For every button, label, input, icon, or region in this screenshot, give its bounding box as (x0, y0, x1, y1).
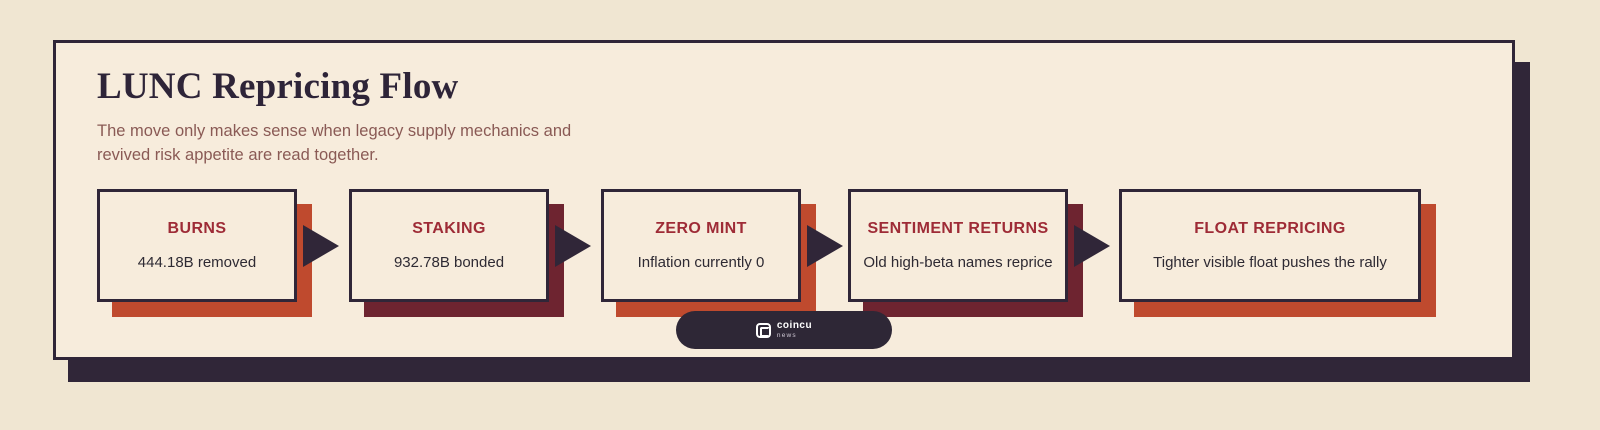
brand-badge: coincu news (676, 311, 892, 349)
flow-arrow-icon (1074, 225, 1110, 267)
flow-node-title: FLOAT REPRICING (1194, 220, 1346, 237)
flow-diagram: BURNS 444.18B removed STAKING 932.78B bonde… (97, 189, 1477, 319)
flow-node-card: BURNS 444.18B removed (97, 189, 297, 302)
flow-node-card: ZERO MINT Inflation currently 0 (601, 189, 801, 302)
coincu-logo-icon (755, 322, 771, 338)
flow-node-value: 444.18B removed (137, 254, 257, 271)
flow-node: SENTIMENT RETURNS Old high-beta names rep… (848, 189, 1083, 317)
brand-name: coincu (776, 320, 813, 331)
page-title: LUNC Repricing Flow (97, 66, 459, 107)
flow-node-value: Tighter visible float pushes the rally (1153, 254, 1387, 271)
flow-node-value: 932.78B bonded (393, 254, 505, 271)
flow-node-value: Inflation currently 0 (637, 254, 765, 271)
flow-node-title: BURNS (167, 220, 227, 237)
flow-node-card: SENTIMENT RETURNS Old high-beta names rep… (848, 189, 1068, 302)
flow-node-title: STAKING (412, 220, 486, 237)
infographic-panel: LUNC Repricing Flow The move only makes … (53, 40, 1515, 360)
flow-arrow-icon (303, 225, 339, 267)
flow-node-value: Old high-beta names reprice (863, 254, 1053, 271)
flow-node-title: ZERO MINT (655, 220, 747, 237)
flow-arrow-icon (555, 225, 591, 267)
brand-sub: news (776, 331, 797, 339)
flow-arrow-icon (807, 225, 843, 267)
flow-node: BURNS 444.18B removed (97, 189, 312, 317)
brand-text: coincu news (777, 321, 812, 339)
header: LUNC Repricing Flow The move only makes … (97, 66, 597, 168)
flow-node: STAKING 932.78B bonded (349, 189, 564, 317)
flow-node-card: STAKING 932.78B bonded (349, 189, 549, 302)
page-subtitle: The move only makes sense when legacy su… (97, 121, 572, 164)
flow-node-title: SENTIMENT RETURNS (867, 220, 1049, 237)
flow-node-card: FLOAT REPRICING Tighter visible float pus… (1119, 189, 1421, 302)
flow-node: ZERO MINT Inflation currently 0 (601, 189, 816, 317)
flow-node: FLOAT REPRICING Tighter visible float pus… (1119, 189, 1436, 317)
